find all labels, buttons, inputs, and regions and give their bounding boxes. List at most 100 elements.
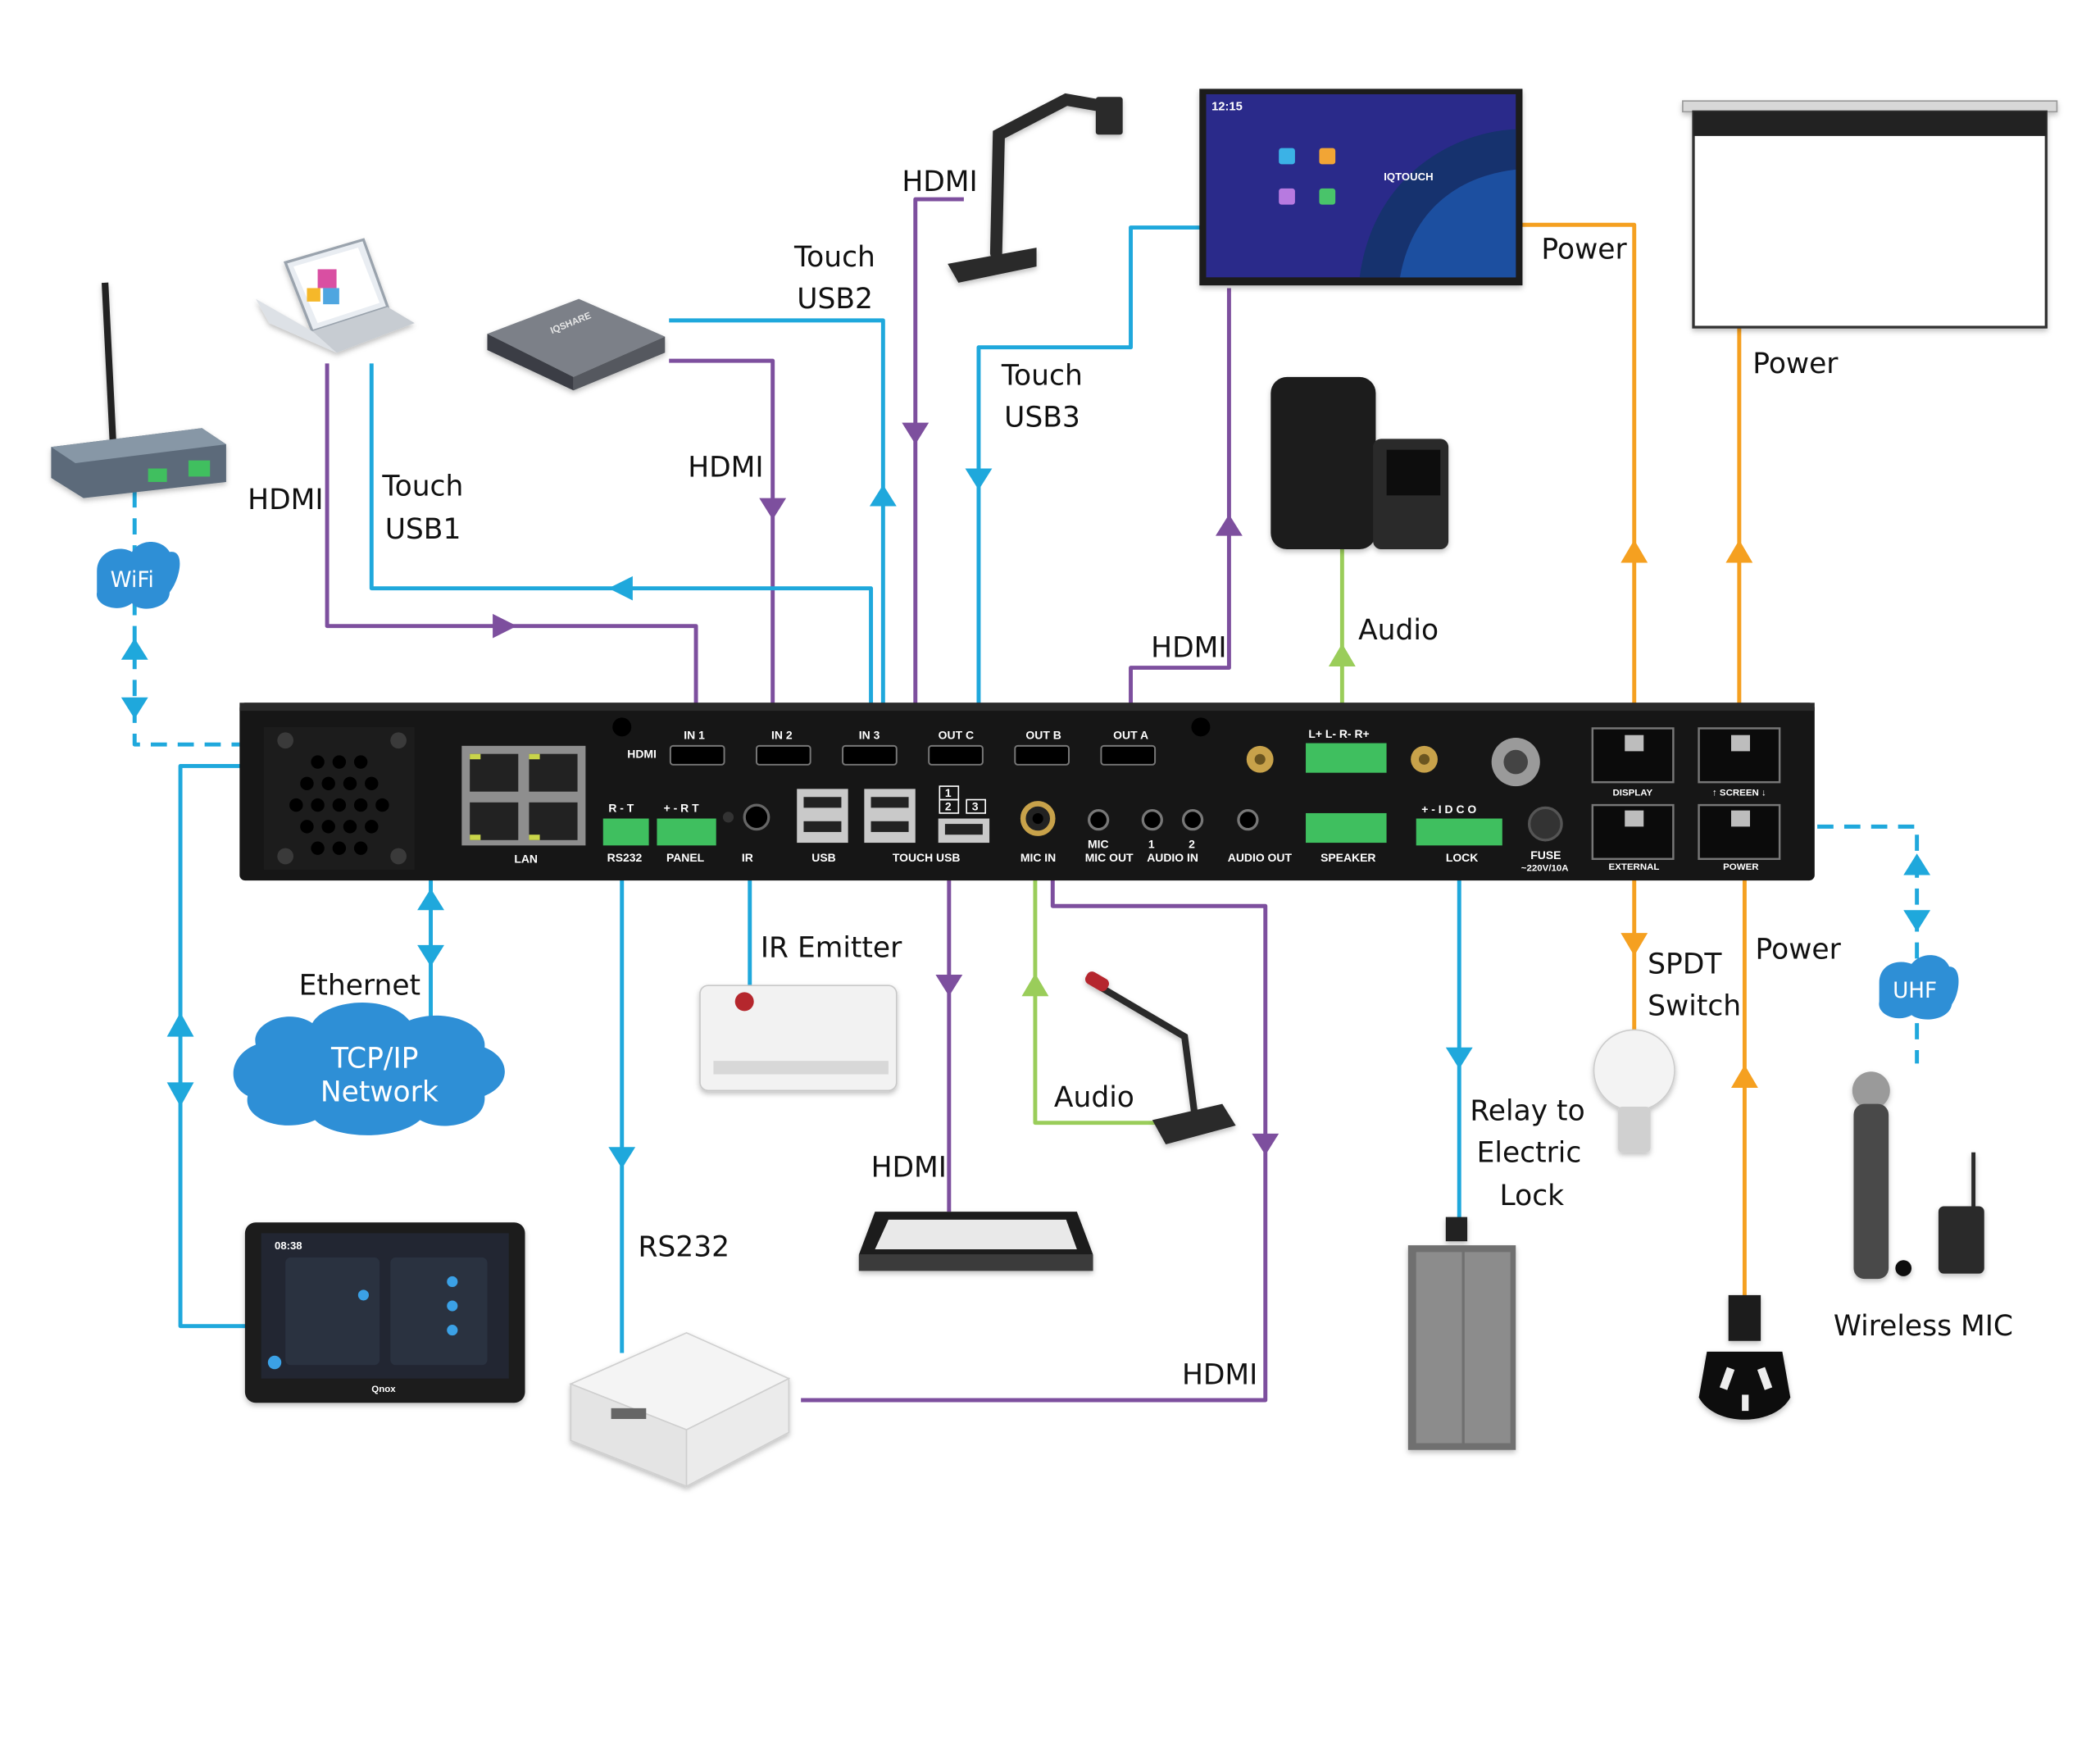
label-relay-b: Electric — [1477, 1136, 1582, 1169]
wire-box-in2 — [669, 358, 775, 738]
label-audio-mic: Audio — [1054, 1081, 1134, 1114]
gooseneck-mic-icon — [1084, 971, 1236, 1144]
arrow-down-wifi-b — [120, 697, 148, 719]
label-spk-pins: L+ L- R- R+ — [1308, 727, 1369, 740]
arrow-up-uhf-a — [1903, 853, 1931, 875]
ir-emitter-icon — [734, 992, 754, 1012]
label-rs232: RS232 — [607, 851, 643, 864]
label-ethernet: Ethernet — [299, 970, 420, 1003]
projection-screen-icon — [1682, 100, 2058, 329]
document-camera-icon — [948, 93, 1123, 283]
label-hdmi-camera: HDMI — [902, 166, 977, 198]
wifi-router-icon — [51, 282, 226, 498]
label-fuse-rating: ~220V/10A — [1521, 864, 1569, 874]
label-spdt-a: SPDT — [1648, 948, 1722, 980]
label-screen: ↑ SCREEN ↓ — [1712, 789, 1766, 798]
arrow-down-box-hdmi — [759, 498, 787, 520]
label-audio-in-2: 2 — [1189, 838, 1195, 851]
label-touch-usb2-a: Touch — [793, 241, 875, 274]
label-hdmi-laptop: HDMI — [248, 484, 323, 516]
wire-outa-display — [1129, 288, 1231, 734]
touch-usb-index: 1 2 3 — [939, 785, 986, 814]
label-hdmi-projector: HDMI — [1182, 1358, 1257, 1391]
arrow-up-touch2 — [869, 484, 897, 507]
tcpip-label-a: TCP/IP — [330, 1042, 418, 1075]
label-speaker: SPEAKER — [1320, 851, 1375, 864]
monitor-icon — [858, 1212, 1093, 1271]
network-cloud-icon: TCP/IP Network — [233, 1002, 505, 1135]
tcpip-label-b: Network — [320, 1076, 439, 1108]
label-touch-usb3-b: USB3 — [1004, 402, 1080, 434]
arrow-down-projector — [1252, 1133, 1280, 1156]
label-power-plug: Power — [1756, 933, 1842, 966]
touch-panel-icon: 08:38 Qnox — [244, 1222, 525, 1403]
interactive-display-icon: 12:15 IQTOUCH — [1199, 89, 1523, 286]
control-unit: LAN HDMI IN 1 IN 2 IN 3 OUT C OUT B OUT … — [239, 703, 1815, 881]
arrow-up-display-hdmi — [1215, 514, 1243, 536]
panel-brand: Qnox — [371, 1385, 396, 1394]
panel-clock: 08:38 — [275, 1239, 302, 1252]
wire-box-touch2 — [669, 318, 885, 806]
power-plug-icon — [1698, 1294, 1791, 1420]
wire-camera-in3 — [913, 197, 964, 738]
wireless-mic-icon — [1852, 1071, 1984, 1280]
label-spdt-b: Switch — [1648, 989, 1741, 1022]
wire-wifi-dashed — [132, 491, 240, 747]
wifi-label: WiFi — [111, 568, 154, 593]
fan-grill — [263, 726, 415, 870]
label-touch-usb2-b: USB2 — [797, 283, 873, 316]
connection-labels: HDMI Touch USB2 Touch USB3 HDMI Touch US… — [248, 166, 2013, 1391]
arrow-down-touch3 — [965, 468, 993, 490]
arrow-up-mic-audio — [1021, 973, 1049, 997]
display-brand: IQTOUCH — [1384, 171, 1433, 183]
label-audio-out: AUDIO OUT — [1228, 851, 1293, 864]
label-out-c: OUT C — [939, 729, 974, 742]
label-external: EXTERNAL — [1609, 862, 1660, 872]
label-audio-speaker: Audio — [1358, 614, 1439, 647]
label-hdmi-monitor: HDMI — [871, 1151, 947, 1184]
label-ir-emitter: IR Emitter — [761, 932, 902, 965]
arrow-down-panel-b — [166, 1082, 194, 1107]
wifi-cloud-icon: WiFi — [96, 542, 180, 609]
arrow-down-camera — [902, 422, 930, 444]
label-hdmi: HDMI — [627, 748, 657, 761]
media-box-icon: IQSHARE — [487, 298, 666, 391]
arrow-up-speaker-audio — [1328, 644, 1356, 666]
arrow-left-touch1 — [608, 575, 633, 601]
label-touch-usb3-a: Touch — [1001, 360, 1083, 393]
label-mic-out: MIC OUT — [1085, 851, 1134, 864]
label-hdmi-box: HDMI — [688, 451, 763, 484]
arrow-up-display-power — [1620, 539, 1648, 563]
label-out-b: OUT B — [1025, 729, 1061, 742]
label-out-a: OUT A — [1113, 729, 1148, 742]
label-wireless-mic: Wireless MIC — [1834, 1310, 2013, 1343]
touch-num-1: 1 — [945, 786, 952, 799]
label-panel-pins: + - R T — [664, 801, 699, 814]
light-bulb-icon — [1593, 1029, 1675, 1153]
arrow-up-screen-power — [1725, 539, 1753, 563]
label-relay-a: Relay to — [1470, 1094, 1584, 1127]
label-audio-in: AUDIO IN — [1147, 851, 1198, 864]
label-display: DISPLAY — [1612, 789, 1652, 798]
label-power-screen: Power — [1752, 348, 1839, 380]
label-in1: IN 1 — [684, 729, 705, 742]
wire-display-power — [1520, 222, 1637, 748]
arrow-right-laptop-hdmi — [493, 613, 517, 639]
arrow-down-relay — [1445, 1047, 1473, 1069]
arrow-down-rs232 — [608, 1147, 636, 1169]
label-hdmi-out-a: HDMI — [1151, 631, 1226, 664]
arrow-up-plug-power — [1730, 1065, 1758, 1088]
air-conditioner-icon — [699, 985, 898, 1092]
label-touch-usb1-b: USB1 — [385, 513, 461, 546]
label-fuse: FUSE — [1530, 848, 1561, 862]
label-power: POWER — [1723, 862, 1759, 872]
arrow-down-network-b — [417, 944, 444, 967]
speaker-icon — [1270, 376, 1449, 550]
label-lan: LAN — [514, 853, 538, 866]
laptop-icon — [256, 238, 415, 353]
arrow-down-uhf-b — [1903, 910, 1931, 932]
label-relay-c: Lock — [1500, 1180, 1565, 1212]
uhf-label: UHF — [1893, 979, 1937, 1003]
